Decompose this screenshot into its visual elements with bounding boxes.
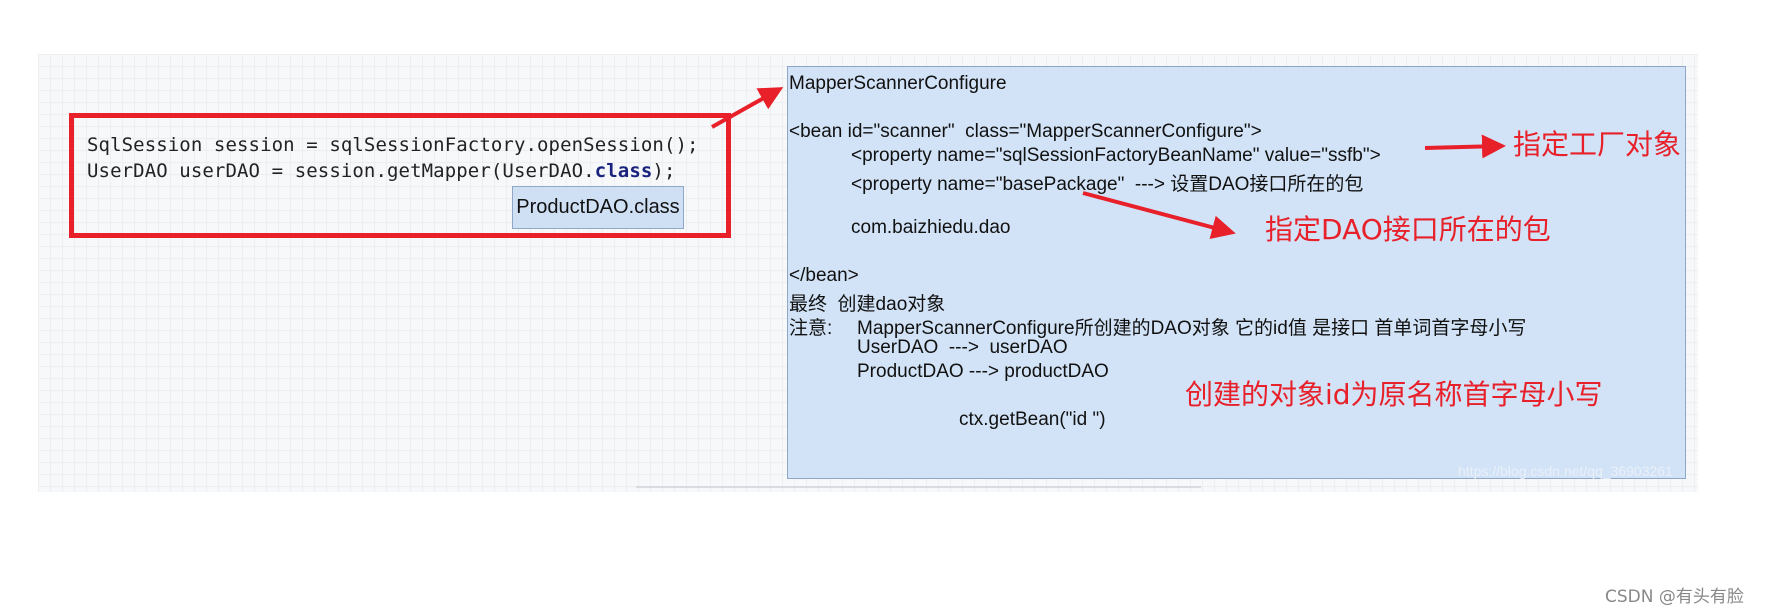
code-highlight-box <box>69 113 731 238</box>
product-dao-class-box: ProductDAO.class <box>512 186 684 229</box>
example-user-dao: UserDAO ---> userDAO <box>857 337 1068 358</box>
annotation-id-rule: 创建的对象id为原名称首字母小写 <box>1185 378 1603 411</box>
code-line-session: SqlSession session = sqlSessionFactory.o… <box>87 134 699 156</box>
csdn-watermark: CSDN @有头有脸 <box>1605 587 1744 607</box>
bean-close-tag: </bean> <box>789 265 859 286</box>
annotation-factory: 指定工厂对象 <box>1513 128 1682 161</box>
arrow-to-package-label <box>1082 191 1236 239</box>
code-text: UserDAO userDAO = session.getMapper(User… <box>87 160 595 182</box>
bean-open-tag: <bean id="scanner" class="MapperScannerC… <box>789 121 1262 142</box>
config-panel <box>787 66 1686 479</box>
code-line-getmapper: UserDAO userDAO = session.getMapper(User… <box>87 160 676 182</box>
divider-line <box>636 486 1201 488</box>
property-base-package: <property name="basePackage" ---> 设置DAO接… <box>851 174 1364 195</box>
note-text: MapperScannerConfigure所创建的DAO对象 它的id值 是接… <box>857 318 1527 339</box>
arrow-to-factory-label <box>1424 134 1506 159</box>
note-label: 注意: <box>789 318 833 339</box>
panel-watermark: https://blog.csdn.net/qq_36903261 <box>1458 463 1673 479</box>
arrow-to-panel <box>711 87 784 129</box>
getbean-call: ctx.getBean("id ") <box>959 409 1106 430</box>
panel-title: MapperScannerConfigure <box>789 73 1007 94</box>
code-text-end: ); <box>652 160 676 182</box>
property-factory: <property name="sqlSessionFactoryBeanNam… <box>851 145 1381 166</box>
example-product-dao: ProductDAO ---> productDAO <box>857 361 1109 382</box>
annotation-package: 指定DAO接口所在的包 <box>1265 213 1551 246</box>
code-keyword-class: class <box>594 160 653 182</box>
package-name: com.baizhiedu.dao <box>851 217 1011 238</box>
final-note: 最终 创建dao对象 <box>789 294 946 315</box>
